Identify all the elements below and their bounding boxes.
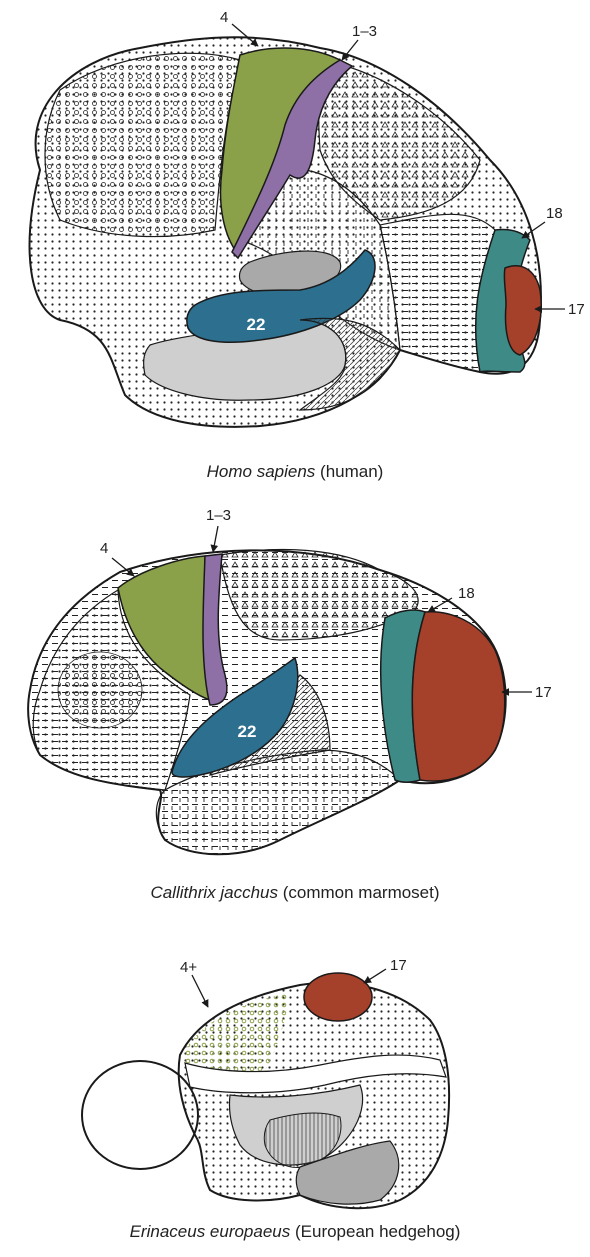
marmoset-caption-common: (common marmoset) xyxy=(278,883,440,902)
human-brain-diagram: 4 1–3 18 17 22 xyxy=(0,0,590,440)
hedgehog-arrow-17 xyxy=(364,969,386,983)
hedgehog-area-17 xyxy=(304,973,372,1021)
human-caption-species: Homo sapiens xyxy=(207,462,316,481)
marmoset-caption-species: Callithrix jacchus xyxy=(150,883,278,902)
marmoset-brain-diagram: 4 1–3 18 17 22 xyxy=(0,500,590,880)
marmoset-label-17: 17 xyxy=(535,684,552,701)
hedgehog-label-17: 17 xyxy=(390,957,407,974)
hedgehog-caption-common: (European hedgehog) xyxy=(290,1222,460,1241)
human-label-1-3: 1–3 xyxy=(352,23,377,40)
marmoset-area-17 xyxy=(412,612,505,781)
human-label-17: 17 xyxy=(568,301,585,318)
human-caption: Homo sapiens (human) xyxy=(0,462,590,482)
marmoset-ring-patch xyxy=(58,652,142,728)
hedgehog-arrow-4-plus xyxy=(192,975,208,1007)
hedgehog-caption: Erinaceus europaeus (European hedgehog) xyxy=(0,1222,590,1242)
human-label-22: 22 xyxy=(247,315,266,334)
hedgehog-brain-diagram: 4+ 17 xyxy=(0,945,590,1215)
hedgehog-caption-species: Erinaceus europaeus xyxy=(130,1222,291,1241)
marmoset-caption: Callithrix jacchus (common marmoset) xyxy=(0,883,590,903)
marmoset-label-1-3: 1–3 xyxy=(206,507,231,524)
human-caption-common: (human) xyxy=(315,462,383,481)
human-label-4: 4 xyxy=(220,9,228,26)
human-frontal-region xyxy=(45,53,240,236)
human-label-18: 18 xyxy=(546,205,563,222)
marmoset-label-18: 18 xyxy=(458,585,475,602)
marmoset-arrow-1-3 xyxy=(213,526,218,552)
marmoset-label-4: 4 xyxy=(100,540,108,557)
marmoset-label-22: 22 xyxy=(238,722,257,741)
hedgehog-label-4-plus: 4+ xyxy=(180,959,197,976)
